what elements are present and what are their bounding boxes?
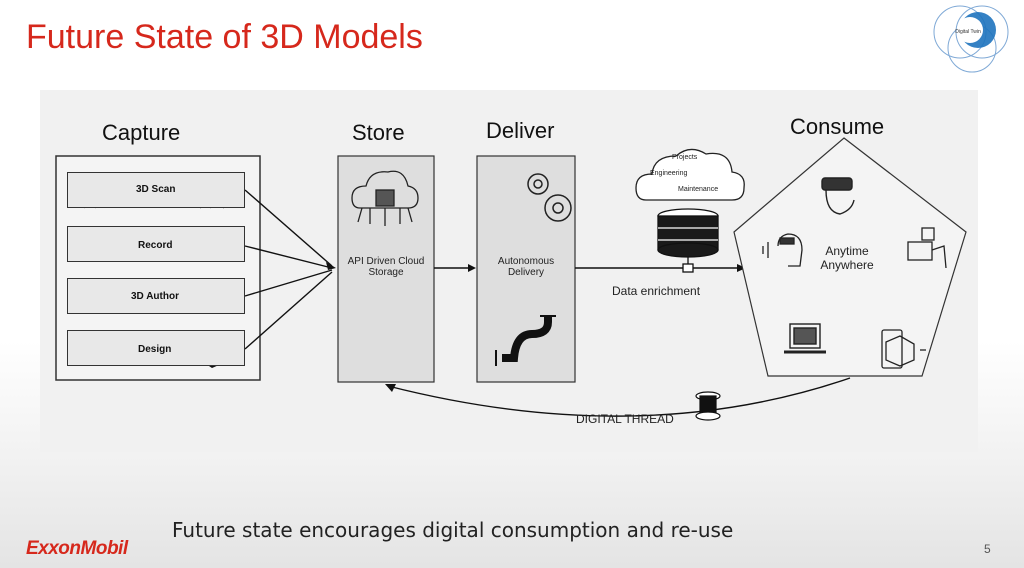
database-icon: [657, 208, 719, 273]
data-enrichment-label: Data enrichment: [612, 284, 701, 298]
slide-title: Future State of 3D Models: [26, 18, 423, 56]
gears-icon: [527, 173, 572, 222]
pipe-icon: [502, 316, 552, 362]
capture-item-label: 3D Scan: [136, 184, 176, 195]
capture-item-3d-author: 3D Author: [67, 278, 245, 314]
digital-thread-label: DIGITAL THREAD: [576, 412, 674, 426]
cloud-chip-icon: [351, 170, 419, 226]
cloud-icon: [635, 148, 745, 201]
slide-caption: Future state encourages digital consumpt…: [172, 518, 734, 542]
architecture-diagram: CAD Capture Store Deliver Consume 3D Sca…: [40, 90, 978, 452]
spool-icon: [695, 391, 721, 421]
laptop-icon: [784, 323, 826, 354]
store-label: API Driven Cloud Storage: [347, 256, 425, 278]
capture-item-design: Design: [67, 330, 245, 366]
consume-heading: Consume: [790, 114, 885, 139]
hand-cube-icon: [907, 227, 947, 269]
cloud-label-maintenance: Maintenance: [678, 186, 719, 193]
vr-headset-icon: [821, 177, 855, 215]
capture-item-3d-scan: 3D Scan: [67, 172, 245, 208]
capture-heading: Capture: [102, 120, 181, 145]
svg-text:Digital Twin: Digital Twin: [955, 29, 981, 35]
capture-item-label: Record: [138, 240, 173, 251]
voice-head-icon: [762, 233, 803, 267]
store-heading: Store: [352, 120, 405, 145]
capture-item-label: 3D Author: [131, 291, 179, 302]
digital-twin-venn-badge: Digital Twin: [926, 2, 1022, 78]
page-number: 5: [984, 542, 991, 556]
capture-item-label: Design: [138, 344, 172, 355]
cloud-label-projects: Projects: [672, 154, 698, 161]
exxonmobil-logo: ExxonMobil: [26, 538, 128, 559]
deliver-label: Autonomous Delivery: [497, 256, 555, 278]
cloud-label-engineering: Engineering: [650, 170, 688, 177]
consume-center-label: Anytime Anywhere: [820, 244, 874, 272]
deliver-heading: Deliver: [486, 118, 555, 143]
phone-ar-icon: [881, 329, 926, 369]
capture-item-record: Record: [67, 226, 245, 262]
